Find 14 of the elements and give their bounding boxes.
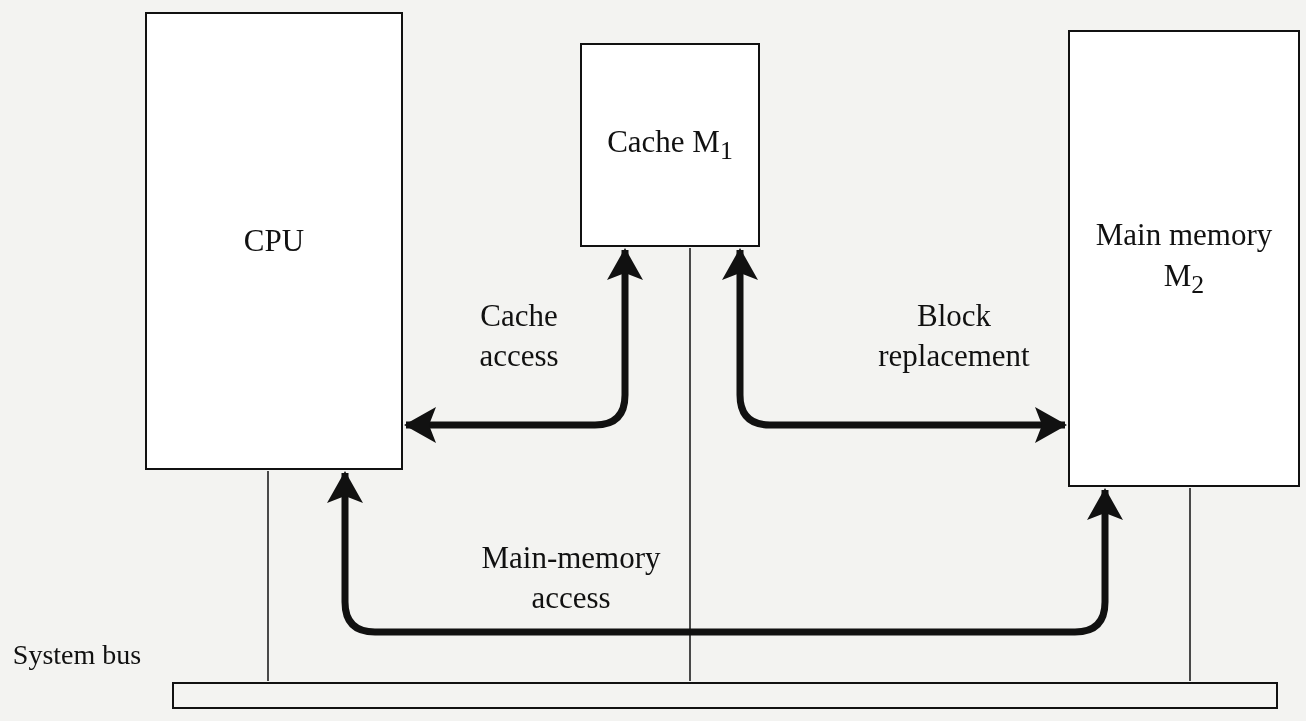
thick-arrow: [327, 471, 1123, 636]
thick-arrow: [722, 248, 1067, 443]
cpu-box: [145, 12, 403, 470]
bus-label: System bus: [11, 638, 143, 672]
cache-box: [580, 43, 760, 247]
node-label: CPU: [242, 221, 306, 260]
node-label: Cache M$_{1}$: [606, 123, 734, 168]
main-memory-box: [1068, 30, 1300, 487]
connector-line: [1189, 487, 1191, 682]
connector-line: [689, 247, 691, 682]
connector-line: [267, 470, 269, 682]
node-label: Main memory M$_{2}$: [1094, 216, 1274, 301]
thick-arrow: [404, 248, 643, 443]
bus-bar: [172, 682, 1278, 709]
